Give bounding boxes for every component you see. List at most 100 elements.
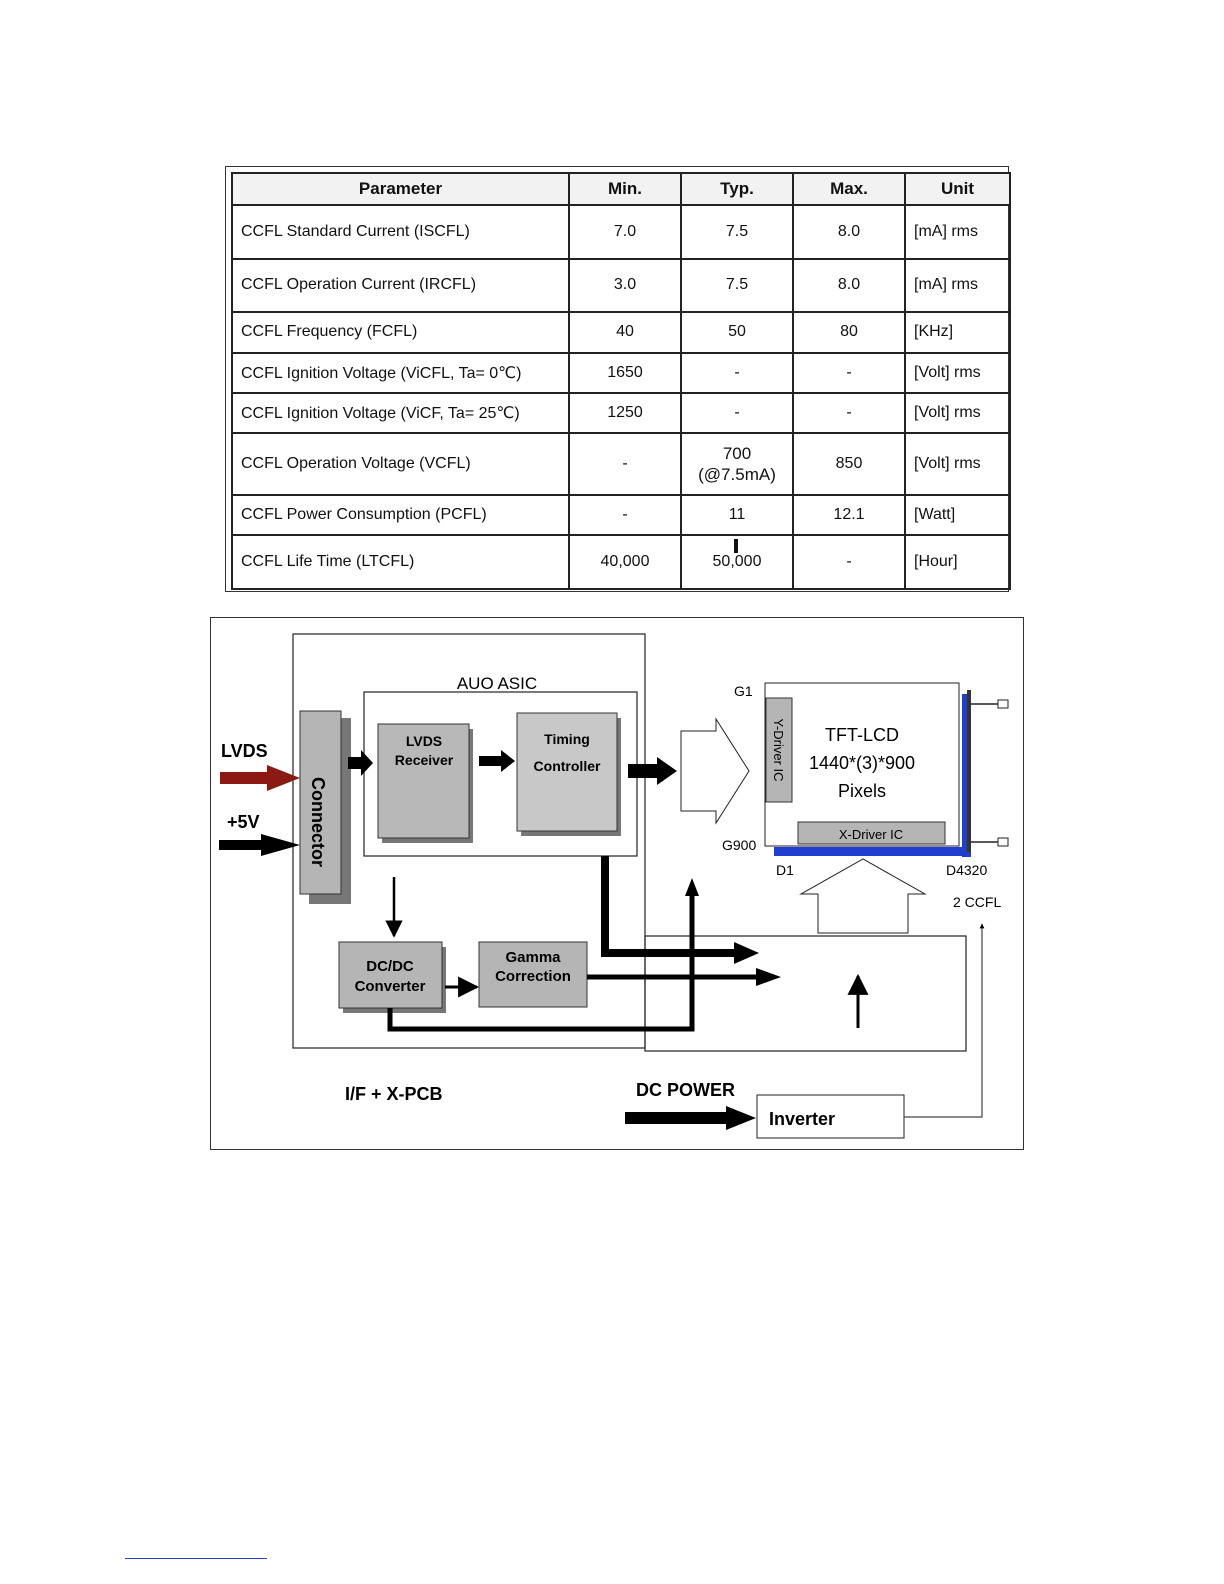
cell-unit: [mA] rms [904,204,1011,260]
block-diagram-svg: AUO ASIC Connector LVDS +5V LVDS Receive… [219,633,1009,1139]
power-line-to-panel [387,896,695,1032]
panel-blue-base [774,847,971,856]
lvds-input-arrow [220,765,300,791]
cell-parameter: CCFL Frequency (FCFL) [231,311,570,354]
dcdc-converter-label-2: Converter [355,978,426,995]
inverter-label: Inverter [769,1109,835,1129]
cell-tick-mark [734,539,738,553]
cell-unit: [Watt] [904,493,1011,537]
table-row: CCFL Ignition Voltage (ViCFL, Ta= 0℃) 16… [231,351,1011,394]
cell-max: - [792,534,906,590]
lvds-receiver-label-1: LVDS [406,733,442,749]
y-driver-label: Y-Driver IC [771,718,786,781]
inverter-to-ccfl-line [904,923,985,1118]
cell-unit: [mA] rms [904,257,1011,314]
arrow-timing-to-panel [628,757,677,785]
arrow-gamma-to-xpcb-head [756,968,781,986]
cell-parameter: CCFL Life Time (LTCFL) [231,534,570,590]
lvds-receiver-block [377,723,470,839]
cell-max: 80 [792,311,906,354]
cell-typ: 7.5 [680,257,794,314]
header-parameter: Parameter [231,172,570,206]
arrow-receiver-to-timing [479,750,515,772]
cell-typ: - [680,391,794,435]
two-ccfl-label: 2 CCFL [953,894,1001,910]
cell-unit: [Volt] rms [904,351,1011,394]
cell-max: 850 [792,432,906,496]
plus5v-input-arrow [219,834,300,856]
gamma-correction-label-2: Correction [495,968,571,985]
inverter-block [756,1094,905,1139]
panel-blue-edge [962,694,971,857]
cell-min: - [568,493,682,537]
auo-asic-label: AUO ASIC [457,674,537,693]
header-unit: Unit [904,172,1011,206]
arrow-timing-to-xpcb [601,856,736,957]
tft-lcd-panel [764,682,960,847]
cell-min: 1250 [568,391,682,435]
cell-min: - [568,432,682,496]
table-row: CCFL Power Consumption (PCFL) - 11 12.1 … [231,493,1011,537]
xpcb-lower-frame [644,935,967,1052]
dcdc-converter-label-1: DC/DC [366,958,414,975]
arrow-connector-to-receiver [348,750,373,776]
cell-max: - [792,351,906,394]
cell-min: 40,000 [568,534,682,590]
table-row: CCFL Life Time (LTCFL) 40,000 50,000 - [… [231,534,1011,590]
cell-unit: [Volt] rms [904,391,1011,435]
d4320-label: D4320 [946,862,987,878]
timing-controller-block [516,712,618,832]
cell-parameter: CCFL Ignition Voltage (ViCFL, Ta= 0℃) [231,351,570,394]
lvds-receiver-label-2: Receiver [395,752,454,768]
dc-power-label: DC POWER [636,1080,735,1100]
header-typ: Typ. [680,172,794,206]
table-header-row: Parameter Min. Typ. Max. Unit [231,172,1011,206]
power-line-to-panel-head [685,878,699,896]
if-xpcb-label: I/F + X-PCB [345,1084,443,1104]
cell-typ-value: 700 [722,444,752,464]
timing-controller-label-2: Controller [534,758,601,774]
lvds-input-label: LVDS [221,741,268,761]
header-max: Max. [792,172,906,206]
cell-max: 8.0 [792,204,906,260]
cell-min: 1650 [568,351,682,394]
y-driver-block [765,697,793,803]
table-row: CCFL Standard Current (ISCFL) 7.0 7.5 8.… [231,204,1011,260]
dcdc-converter-block [338,941,443,1009]
lamp-plug-bottom [997,837,1009,847]
panel-shadow [967,690,971,852]
table-row: CCFL Ignition Voltage (ViCF, Ta= 25℃) 12… [231,391,1011,435]
cell-typ: 50 [680,311,794,354]
cell-typ: 7.5 [680,204,794,260]
x-driver-label: X-Driver IC [839,827,903,842]
d1-label: D1 [776,862,794,878]
cell-unit: [Hour] [904,534,1011,590]
tft-lcd-resolution: 1440*(3)*900 [809,753,915,773]
timing-controller-label-1: Timing [544,731,590,747]
outline-arrow-up-to-panel [799,858,927,934]
outline-arrow-to-panel [680,717,750,825]
cell-typ: - [680,351,794,394]
cell-unit: [Volt] rms [904,432,1011,496]
ccfl-spec-table-frame: Parameter Min. Typ. Max. Unit CCFL Stand… [225,166,1011,592]
footnote-rule [125,1558,267,1559]
cell-max: - [792,391,906,435]
cell-unit: [KHz] [904,311,1011,354]
gamma-correction-block [478,941,588,1008]
plus5v-input-label: +5V [227,812,260,832]
cell-typ: 11 [680,493,794,537]
table-row: CCFL Operation Current (IRCFL) 3.0 7.5 8… [231,257,1011,314]
header-min: Min. [568,172,682,206]
connector-label: Connector [308,777,328,867]
arrow-timing-to-xpcb-head [734,942,759,964]
table-row: CCFL Frequency (FCFL) 40 50 80 [KHz] [231,311,1011,354]
dc-power-arrow [625,1106,756,1130]
cell-parameter: CCFL Standard Current (ISCFL) [231,204,570,260]
cell-max: 8.0 [792,257,906,314]
cell-typ-condition: (@7.5mA) [698,465,776,485]
cell-parameter: CCFL Operation Current (IRCFL) [231,257,570,314]
lamp-plug-top [997,699,1009,709]
cell-parameter: CCFL Operation Voltage (VCFL) [231,432,570,496]
block-diagram: AUO ASIC Connector LVDS +5V LVDS Receive… [210,617,1024,1150]
gamma-correction-label-1: Gamma [505,949,561,966]
